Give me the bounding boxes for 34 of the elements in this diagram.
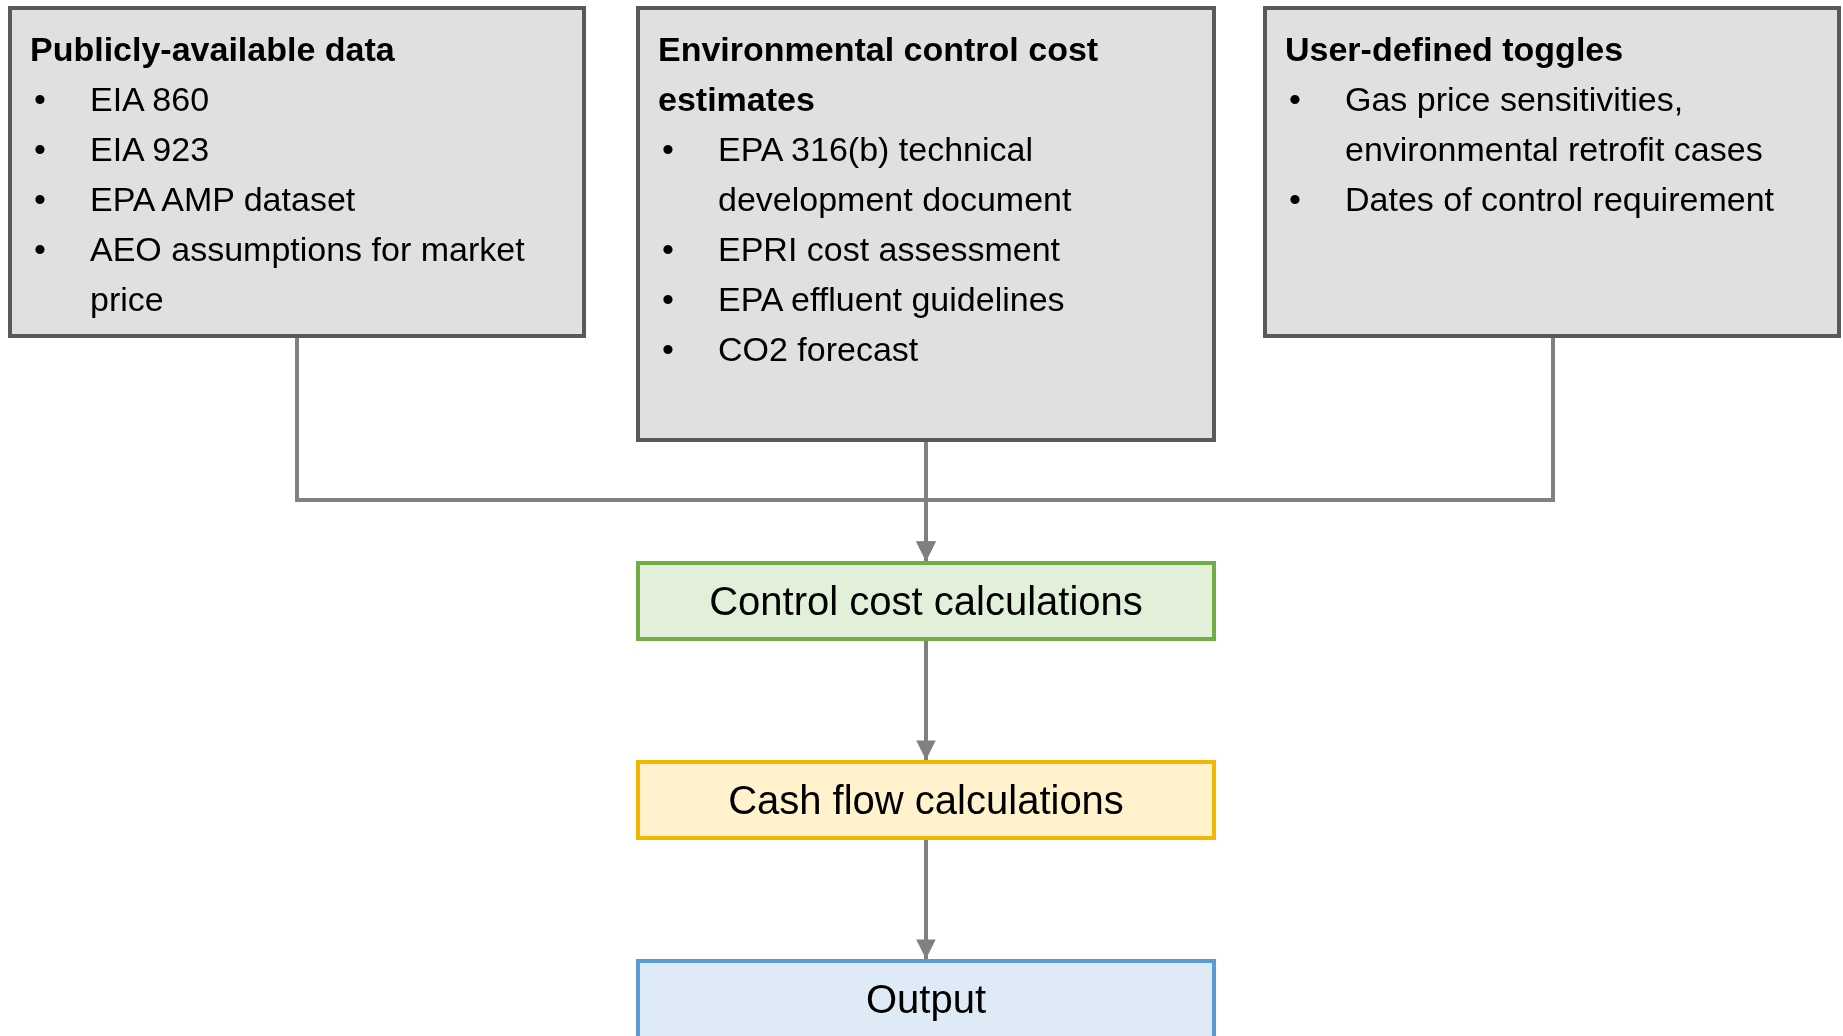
input-source-box (636, 6, 1216, 442)
box-heading: User-defined toggles (1285, 29, 1625, 70)
bullet-text: Gas price sensitivities, environmental retrofit cases (1345, 79, 1764, 170)
bullet-text: EIA 923 (90, 129, 210, 170)
process-box (636, 959, 1216, 1036)
box-label: Control cost calculations (709, 578, 1143, 624)
bullet-mark: • (34, 79, 47, 120)
box-heading: Publicly-available data (30, 29, 396, 70)
bullet-mark: • (34, 179, 47, 220)
box-label: Cash flow calculations (728, 777, 1124, 823)
bullet-text: EPA effluent guidelines (718, 279, 1065, 320)
bullet-text: CO2 forecast (718, 329, 919, 370)
process-box (636, 760, 1216, 840)
bullet-text: EIA 860 (90, 79, 210, 120)
bullet-mark: • (662, 129, 675, 170)
input-source-box (1263, 6, 1841, 338)
input-source-box (8, 6, 586, 338)
bullet-text: EPA AMP dataset (90, 179, 356, 220)
arrow (916, 641, 936, 761)
bullet-mark: • (662, 229, 675, 270)
bullet-mark: • (662, 279, 675, 320)
bullet-mark: • (1289, 179, 1302, 220)
bullet-text: AEO assumptions for market price (90, 229, 526, 320)
bullet-mark: • (34, 229, 47, 270)
bullet-mark: • (34, 129, 47, 170)
bullet-text: EPRI cost assessment (718, 229, 1060, 270)
bullet-text: Dates of control requirement (1345, 179, 1774, 220)
box-label: Output (865, 977, 987, 1022)
process-box (636, 561, 1216, 641)
bullet-mark: • (1289, 79, 1302, 120)
arrow (916, 840, 936, 960)
bullet-mark: • (662, 329, 675, 370)
bullet-text: EPA 316(b) technical development document (718, 129, 1073, 220)
box-heading: Environmental control cost estimates (658, 29, 1100, 120)
